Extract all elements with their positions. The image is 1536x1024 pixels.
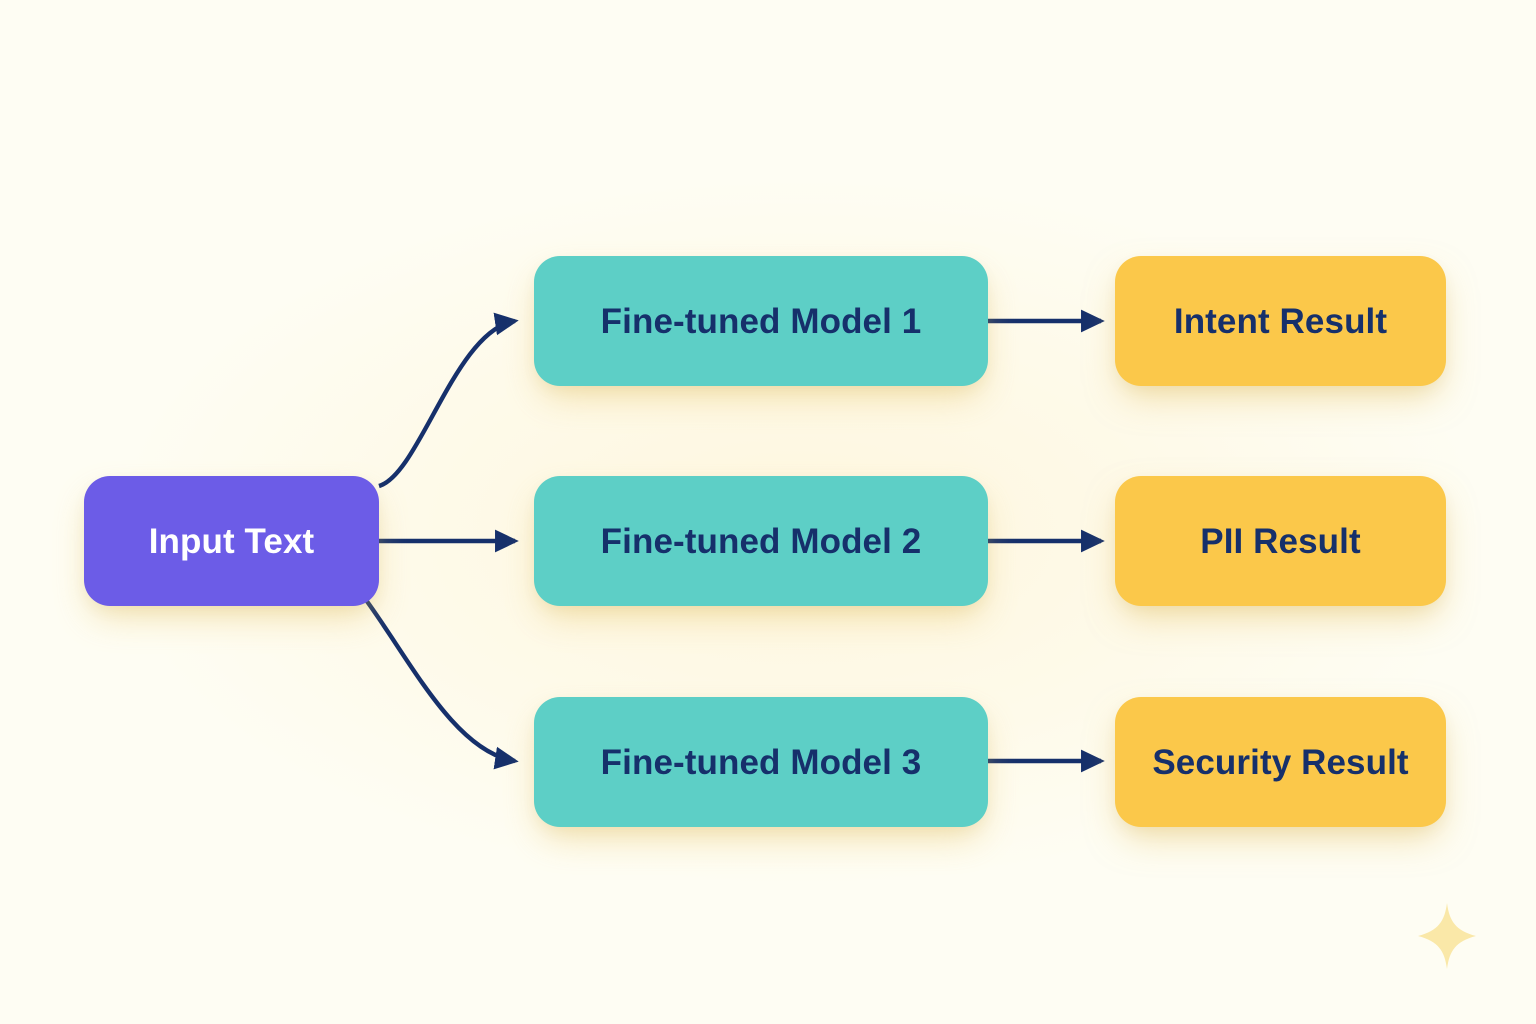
node-input-text-label: Input Text (148, 521, 315, 561)
node-fine-tuned-model-3[interactable]: Fine-tuned Model 3 (534, 697, 988, 827)
node-pii-result-label: PII Result (1200, 521, 1361, 561)
node-fine-tuned-model-3-label: Fine-tuned Model 3 (600, 742, 922, 782)
edge-input-to-model-1 (378, 312, 519, 489)
node-security-result-label: Security Result (1152, 742, 1409, 782)
node-fine-tuned-model-2[interactable]: Fine-tuned Model 2 (534, 476, 988, 606)
node-security-result[interactable]: Security Result (1115, 697, 1446, 827)
node-intent-result[interactable]: Intent Result (1115, 256, 1446, 386)
node-input-text[interactable]: Input Text (84, 476, 379, 606)
node-fine-tuned-model-1-label: Fine-tuned Model 1 (600, 301, 922, 341)
node-fine-tuned-model-1[interactable]: Fine-tuned Model 1 (534, 256, 988, 386)
sparkle-icon-path (1418, 903, 1476, 969)
node-fine-tuned-model-2-label: Fine-tuned Model 2 (600, 521, 922, 561)
node-pii-result[interactable]: PII Result (1115, 476, 1446, 606)
edge-input-to-model-3 (364, 598, 519, 770)
node-intent-result-label: Intent Result (1173, 301, 1388, 341)
sparkle-icon (1418, 903, 1476, 969)
